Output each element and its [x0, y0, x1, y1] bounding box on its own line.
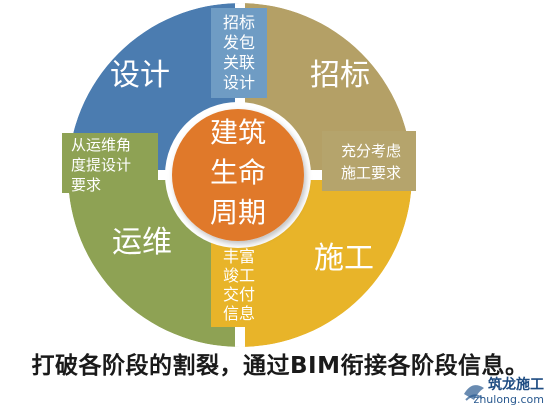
- connector-top-line-2: 发包: [223, 33, 255, 52]
- connector-top-text: 招标 发包 关联 设计: [223, 13, 255, 92]
- connector-right: [322, 131, 416, 191]
- watermark-en: zhulong.com: [473, 393, 544, 406]
- quadrant-label-operation: 运维: [112, 225, 172, 260]
- center-text: 建筑 生命 周期: [210, 116, 266, 229]
- center-line-1: 建筑: [210, 116, 266, 149]
- connector-top: [211, 8, 267, 98]
- connector-top-line-3: 关联: [223, 53, 255, 72]
- quadrant-label-design: 设计: [110, 58, 170, 93]
- connector-bottom-line-2: 竣工: [223, 266, 255, 285]
- quadrant-label-bidding: 招标: [310, 58, 370, 93]
- quadrant-label-construction: 施工: [314, 241, 374, 276]
- connector-left-line-2: 度提设计: [71, 156, 131, 174]
- center-line-3: 周期: [210, 196, 266, 229]
- connector-left-text: 从运维角 度提设计 要求: [71, 136, 131, 194]
- connector-bottom: [211, 243, 267, 327]
- connector-bottom-line-4: 信息: [223, 304, 255, 323]
- watermark: 筑龙施工 zhulong.com: [454, 374, 554, 410]
- watermark-cn: 筑龙施工: [488, 377, 544, 393]
- center-circle: [172, 109, 304, 241]
- connector-left: [62, 133, 158, 193]
- connector-left-line-3: 要求: [71, 176, 101, 194]
- connector-bottom-text: 丰富 竣工 交付 信息: [223, 247, 255, 323]
- connector-left-line-1: 从运维角: [71, 136, 131, 154]
- center-line-2: 生命: [210, 156, 266, 189]
- connector-right-line-2: 施工要求: [341, 164, 401, 182]
- connector-top-line-4: 设计: [223, 73, 255, 92]
- connector-right-line-1: 充分考虑: [341, 142, 401, 160]
- connector-top-line-1: 招标: [223, 13, 255, 32]
- connector-bottom-line-3: 交付: [223, 285, 255, 304]
- connector-bottom-line-1: 丰富: [223, 247, 255, 266]
- diagram-caption: 打破各阶段的割裂，通过BIM衔接各阶段信息。: [31, 353, 529, 379]
- connector-right-text: 充分考虑 施工要求: [341, 142, 401, 182]
- watermark-logo-icon: [464, 385, 484, 401]
